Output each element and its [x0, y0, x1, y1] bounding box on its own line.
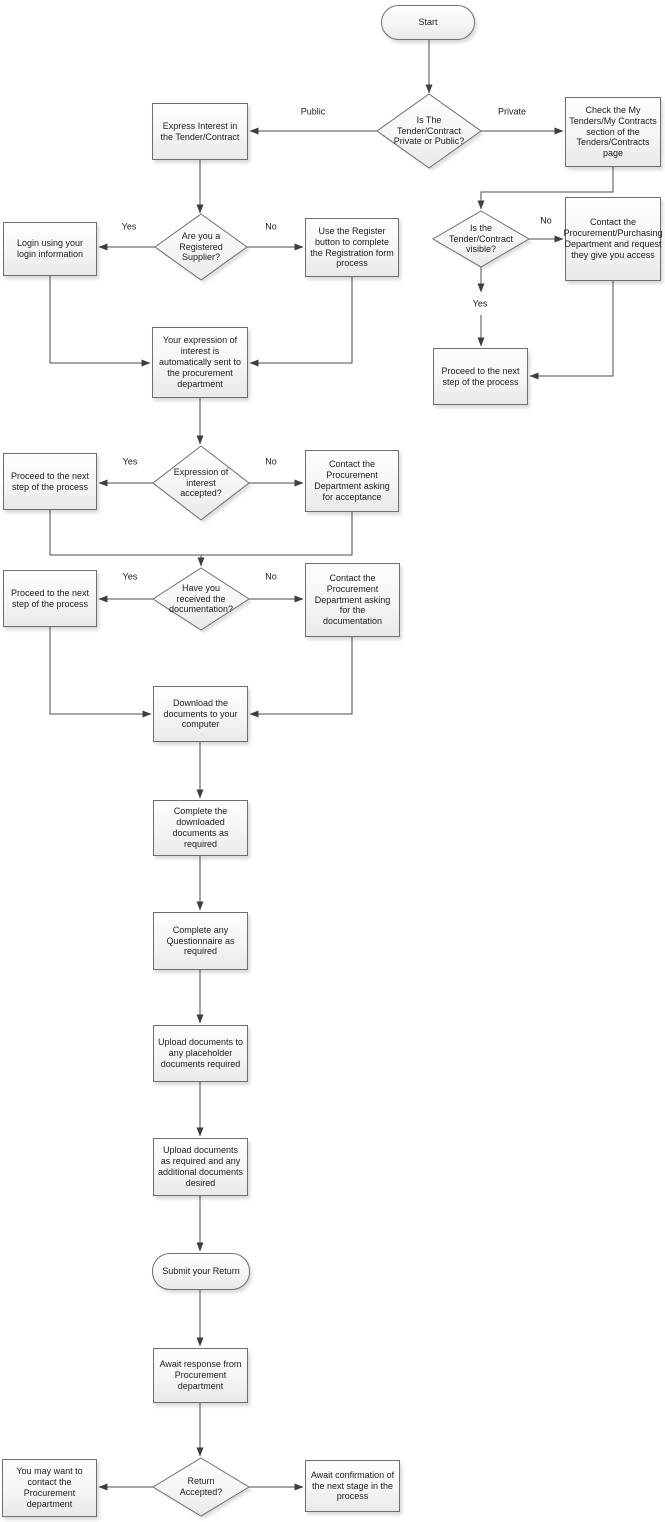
node-start-label: Start [418, 17, 438, 28]
decision-expression-accepted: Expression of interest accepted? [169, 450, 233, 516]
edge-label-documentation-no: No [265, 571, 277, 582]
node-download-documents: Download the documents to your computer [153, 686, 248, 742]
edge-label-private: Private [497, 106, 527, 117]
decision-tender-visible: Is the Tender/Contract visible? [442, 213, 520, 265]
decision-private-or-public-shape [376, 93, 482, 169]
node-upload-additional-label: Upload documents as required and any add… [157, 1145, 244, 1188]
node-complete-downloaded-label: Complete the downloaded documents as req… [172, 806, 229, 849]
node-complete-downloaded: Complete the downloaded documents as req… [153, 800, 248, 856]
node-contact-access: Contact the Procurement/Purchasing Depar… [563, 197, 663, 281]
decision-shapes [152, 93, 530, 1517]
node-download-documents-label: Download the documents to your computer [163, 697, 238, 730]
decision-expression-accepted-label: Expression of interest accepted? [173, 466, 229, 499]
decision-registered-supplier-label: Are you a Registered Supplier? [179, 230, 223, 263]
decision-expression-accepted-shape [152, 445, 250, 521]
node-proceed-after-documentation: Proceed to the next step of the process [3, 570, 97, 627]
node-complete-questionnaire: Complete any Questionnaire as required [153, 912, 248, 970]
node-upload-additional: Upload documents as required and any add… [153, 1138, 248, 1196]
node-proceed-after-expression: Proceed to the next step of the process [3, 453, 97, 510]
node-expression-sent-label: Your expression of interest is automatic… [158, 335, 242, 389]
node-await-response-label: Await response from Procurement departme… [159, 1359, 242, 1391]
node-expression-sent: Your expression of interest is automatic… [152, 327, 248, 398]
node-await-confirmation-label: Await confirmation of the next stage in … [310, 1469, 395, 1502]
node-register: Use the Register button to complete the … [305, 218, 399, 277]
edge-label-registered-yes: Yes [121, 221, 137, 232]
decision-tender-visible-label: Is the Tender/Contract visible? [448, 222, 514, 255]
edge-label-visible-no: No [540, 215, 552, 226]
decision-return-accepted-label: Return Accepted? [179, 1476, 223, 1497]
node-proceed-right-branch-label: Proceed to the next step of the process [441, 365, 520, 387]
node-proceed-after-documentation-label: Proceed to the next step of the process [10, 587, 90, 609]
node-login: Login using your login information [3, 222, 97, 276]
node-upload-placeholder: Upload documents to any placeholder docu… [153, 1025, 248, 1082]
decision-received-documentation-shape [152, 567, 250, 631]
decision-private-or-public-label: Is The Tender/Contract Private or Public… [393, 114, 465, 147]
node-submit-return-label: Submit your Return [162, 1266, 240, 1277]
node-await-response: Await response from Procurement departme… [153, 1348, 248, 1403]
node-complete-questionnaire-label: Complete any Questionnaire as required [166, 924, 235, 957]
node-contact-documentation: Contact the Procurement Department askin… [305, 563, 400, 637]
node-contact-acceptance-label: Contact the Procurement Department askin… [314, 459, 390, 502]
edge-label-registered-no: No [265, 221, 277, 232]
node-express-interest-label: Express Interest in the Tender/Contract [160, 120, 240, 142]
decision-received-documentation: Have you received the documentation? [168, 570, 234, 628]
node-contact-procurement-final: You may want to contact the Procurement … [2, 1459, 97, 1517]
node-proceed-right-branch: Proceed to the next step of the process [433, 348, 528, 405]
node-proceed-after-expression-label: Proceed to the next step of the process [10, 470, 90, 492]
decision-received-documentation-label: Have you received the documentation? [168, 582, 234, 615]
node-submit-return: Submit your Return [152, 1253, 250, 1290]
node-await-confirmation: Await confirmation of the next stage in … [305, 1460, 400, 1512]
decision-registered-supplier-shape [154, 213, 248, 281]
decision-private-or-public: Is The Tender/Contract Private or Public… [384, 96, 474, 166]
node-contact-acceptance: Contact the Procurement Department askin… [305, 450, 399, 512]
node-check-my-tenders-label: Check the My Tenders/My Contracts sectio… [569, 104, 657, 159]
connectors [49, 40, 614, 1491]
edge-label-expression-no: No [265, 456, 277, 467]
node-contact-documentation-label: Contact the Procurement Department askin… [314, 572, 391, 627]
edge-label-visible-yes: Yes [472, 298, 488, 309]
node-contact-procurement-final-label: You may want to contact the Procurement … [16, 1466, 83, 1509]
edge-label-expression-yes: Yes [122, 456, 138, 467]
node-check-my-tenders: Check the My Tenders/My Contracts sectio… [565, 97, 661, 167]
decision-return-accepted: Return Accepted? [171, 1460, 231, 1514]
decision-return-accepted-shape [152, 1457, 250, 1517]
edge-label-documentation-yes: Yes [122, 571, 138, 582]
node-express-interest: Express Interest in the Tender/Contract [152, 103, 248, 160]
node-contact-access-label: Contact the Procurement/Purchasing Depar… [563, 217, 663, 260]
node-start: Start [381, 5, 475, 40]
node-upload-placeholder-label: Upload documents to any placeholder docu… [157, 1037, 244, 1069]
edge-label-public: Public [300, 106, 326, 117]
decision-registered-supplier: Are you a Registered Supplier? [171, 216, 231, 278]
node-login-label: Login using your login information [16, 238, 84, 259]
node-register-label: Use the Register button to complete the … [310, 225, 394, 269]
